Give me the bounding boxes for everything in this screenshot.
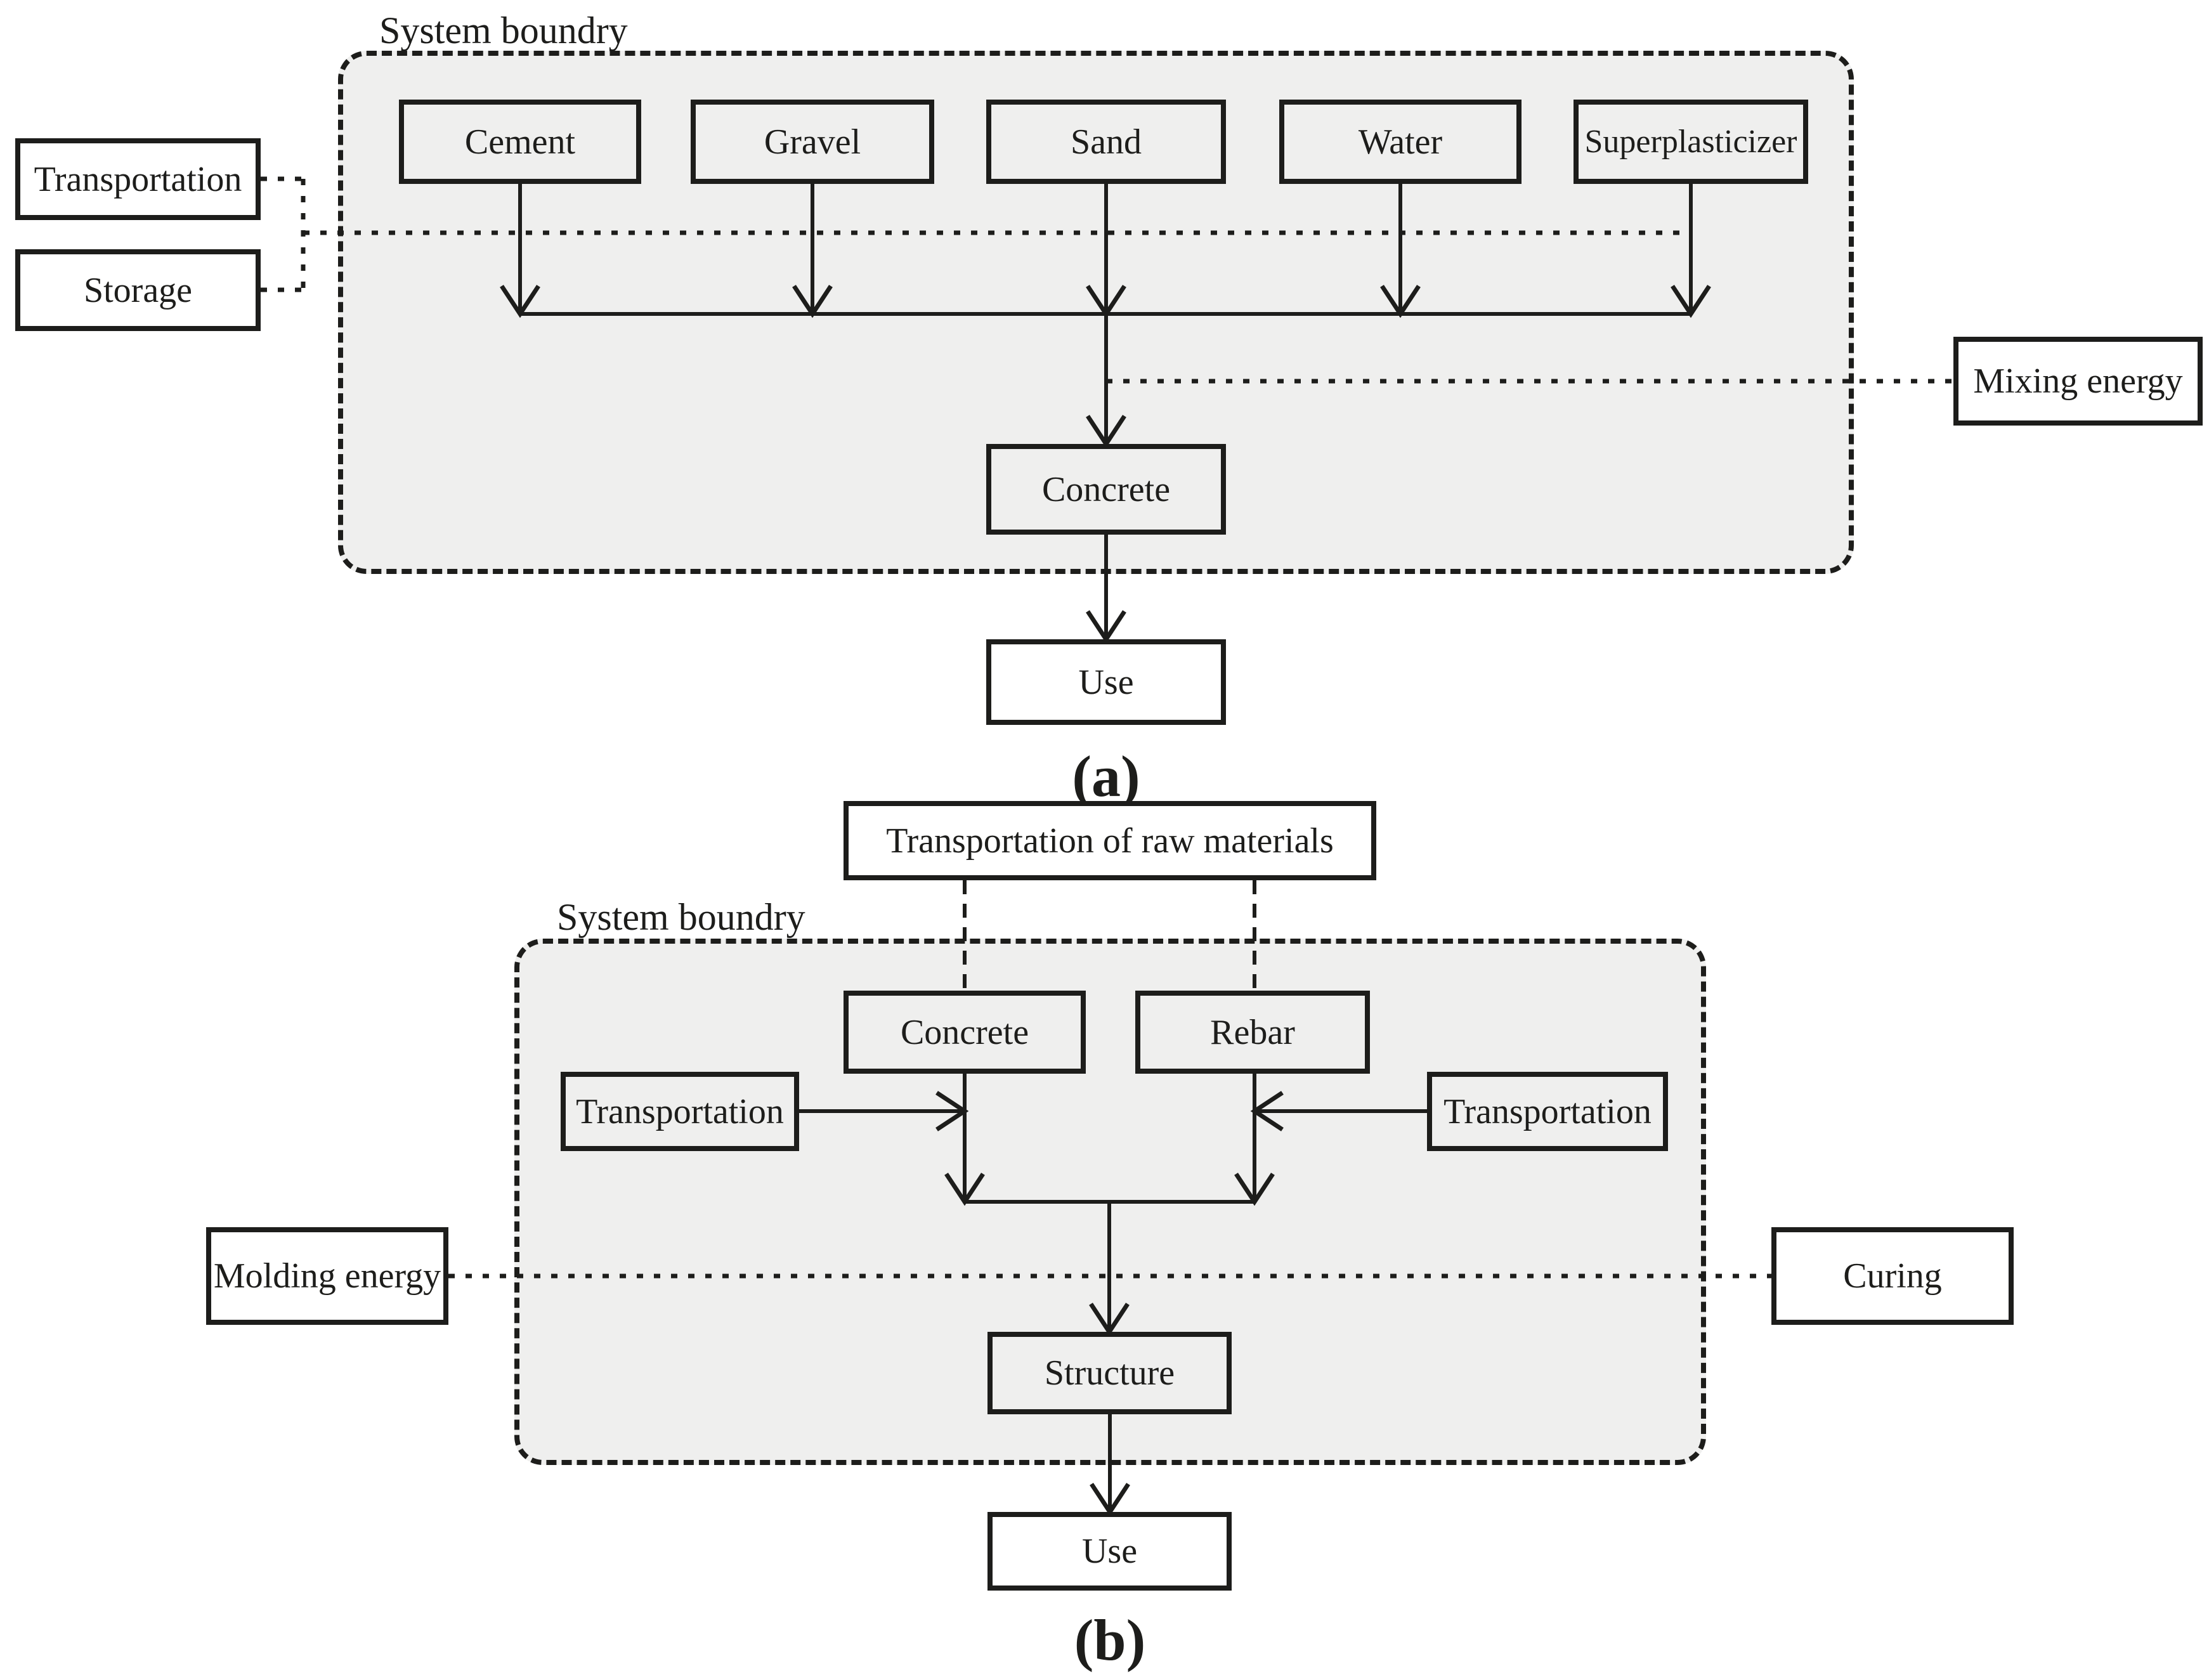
molding-energy-box: Molding energy [206,1227,448,1325]
concrete-box-a: Concrete [986,444,1226,535]
curing-box: Curing [1771,1227,2014,1325]
concrete-box-b: Concrete [844,991,1086,1074]
storage-box: Storage [15,249,261,331]
use-box-a: Use [986,639,1226,725]
material-box-gravel: Gravel [691,100,934,184]
structure-box: Structure [987,1332,1232,1414]
transportation-raw-materials-box: Transportation of raw materials [844,801,1376,880]
material-box-sand: Sand [986,100,1226,184]
use-box-b: Use [987,1512,1232,1591]
material-box-superplasticizer: Superplasticizer [1574,100,1808,184]
material-box-water: Water [1279,100,1522,184]
rebar-box: Rebar [1135,991,1370,1074]
transportation-box-left: Transportation [561,1072,799,1151]
transportation-box-a: Transportation [15,138,261,220]
caption-a: (a) [1072,744,1140,809]
mixing-energy-box: Mixing energy [1953,337,2203,426]
transportation-box-right: Transportation [1427,1072,1668,1151]
material-box-cement: Cement [399,100,641,184]
system-boundary-a-label: System boundry [379,10,628,51]
caption-b: (b) [1074,1608,1146,1672]
system-boundary-b-label: System boundry [557,896,805,938]
